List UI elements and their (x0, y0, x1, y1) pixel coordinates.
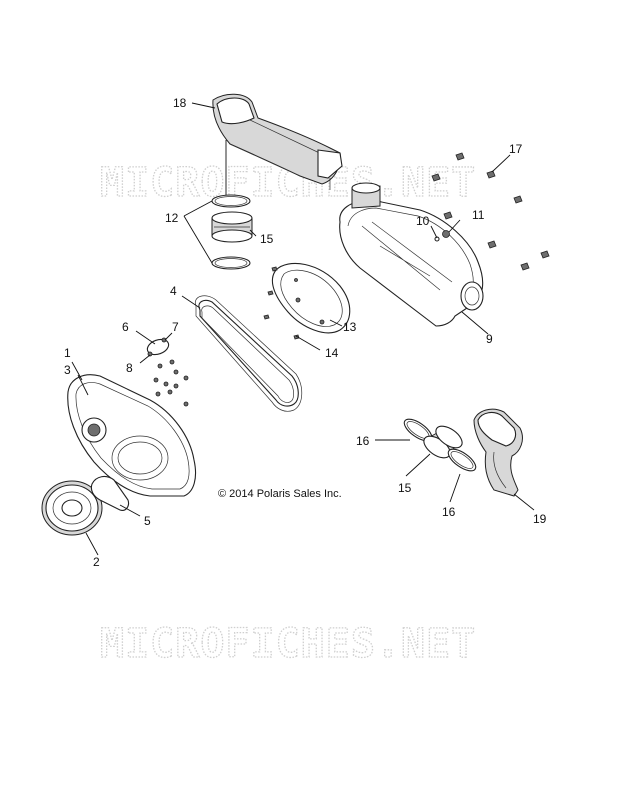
clamp-12-lower (211, 256, 251, 270)
intake-duct-18 (212, 93, 343, 190)
clutch-cover-1 (67, 374, 197, 497)
callout-18: 18 (173, 96, 187, 110)
watermark-bottom: MICROFICHES.NET (100, 621, 476, 667)
clamp-12-upper (211, 194, 251, 208)
callout-3: 3 (64, 363, 71, 377)
bolt-11 (442, 230, 450, 238)
callout-16-lower: 16 (442, 505, 456, 519)
callout-1: 1 (64, 346, 71, 360)
callout-13: 13 (343, 320, 357, 334)
cover-plate-13 (271, 262, 351, 334)
screw-8 (147, 351, 153, 357)
copyright-text: © 2014 Polaris Sales Inc. (218, 488, 342, 500)
clamp-16-lower (447, 448, 477, 472)
callout-6: 6 (122, 320, 129, 334)
callout-17: 17 (509, 142, 523, 156)
bolts-17 (431, 152, 550, 271)
callout-16-upper: 16 (356, 434, 370, 448)
cover-bolts-3 (153, 359, 189, 407)
callout-19: 19 (533, 512, 547, 526)
outlet-duct-19 (473, 408, 523, 497)
coupler-15-upper (211, 211, 253, 243)
callout-12: 12 (165, 211, 179, 225)
callout-15-lower: 15 (398, 481, 412, 495)
screw-7 (161, 337, 167, 343)
callout-8: 8 (126, 361, 133, 375)
callout-10: 10 (416, 214, 430, 228)
callout-15-upper: 15 (260, 232, 274, 246)
callout-4: 4 (170, 284, 177, 298)
callout-9: 9 (486, 332, 493, 346)
round-cover-2 (41, 480, 103, 536)
gasket-5 (90, 475, 130, 511)
callout-14: 14 (325, 346, 339, 360)
callout-11: 11 (472, 208, 485, 222)
leader-lines (71, 102, 535, 556)
callout-5: 5 (144, 514, 151, 528)
drive-belt-4 (194, 295, 303, 412)
callout-7: 7 (172, 320, 179, 334)
callout-2: 2 (93, 555, 100, 569)
small-cover-6 (146, 338, 170, 356)
